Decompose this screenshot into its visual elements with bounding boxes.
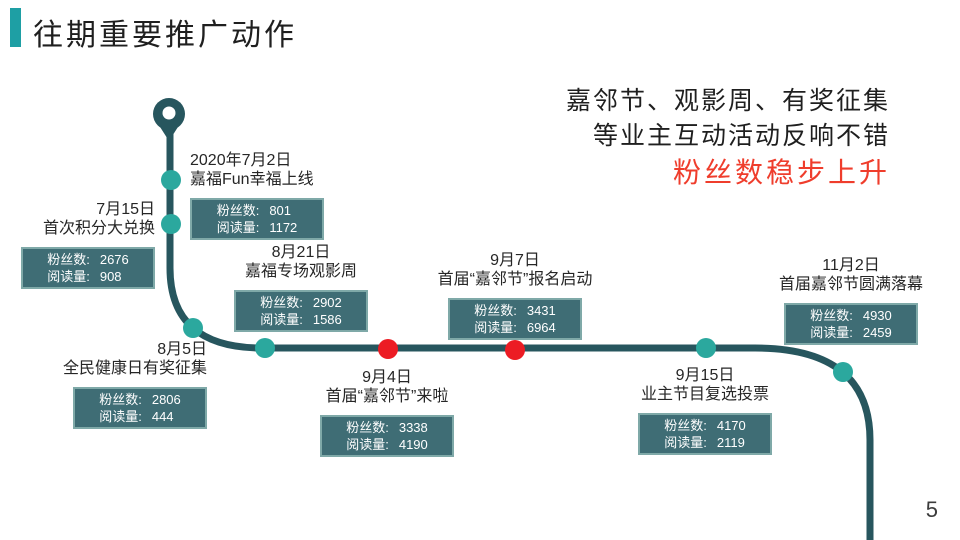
event-dot-6 <box>696 338 716 358</box>
event-dot-0 <box>161 170 181 190</box>
event-date: 7月15日 <box>96 201 155 218</box>
reads-value: 2119 <box>716 435 745 450</box>
fans-value: 2676 <box>99 252 129 267</box>
reads-value: 1586 <box>312 312 342 327</box>
reads-label: 阅读量: <box>664 435 707 450</box>
reads-value: 444 <box>151 409 174 424</box>
event-dot-2 <box>183 318 203 338</box>
timeline-event-2: 8月5日 全民健康日有奖征集 粉丝数: 2806 阅读量: 444 <box>0 340 207 429</box>
stat-box: 粉丝数: 4930 阅读量: 2459 <box>784 303 918 345</box>
fans-value: 2806 <box>151 392 181 407</box>
stat-box: 粉丝数: 2676 阅读量: 908 <box>21 247 155 289</box>
fans-value: 801 <box>269 203 292 218</box>
reads-label: 阅读量: <box>810 325 853 340</box>
event-dot-3 <box>255 338 275 358</box>
timeline-event-1: 7月15日 首次积分大兑换 粉丝数: 2676 阅读量: 908 <box>0 200 155 289</box>
event-name: 首届“嘉邻节”来啦 <box>325 388 449 405</box>
fans-label: 粉丝数: <box>47 252 90 267</box>
fans-label: 粉丝数: <box>346 420 389 435</box>
stat-box: 粉丝数: 3431 阅读量: 6964 <box>448 298 582 340</box>
reads-value: 1172 <box>269 220 298 235</box>
reads-label: 阅读量: <box>216 220 260 235</box>
fans-label: 粉丝数: <box>810 308 853 323</box>
headline-highlight: 粉丝数稳步上升 <box>672 157 890 188</box>
headline-line-1: 嘉邻节、观影周、有奖征集 <box>565 87 890 115</box>
reads-label: 阅读量: <box>47 269 90 284</box>
reads-label: 阅读量: <box>260 312 303 327</box>
title-accent-bar <box>10 8 21 47</box>
stat-box: 粉丝数: 3338 阅读量: 4190 <box>320 415 454 457</box>
stat-box: 粉丝数: 4170 阅读量: 2119 <box>638 413 772 455</box>
event-date: 9月15日 <box>675 367 735 384</box>
timeline-event-7: 11月2日 首届嘉邻节圆满落幕 粉丝数: 4930 阅读量: 2459 <box>761 256 941 345</box>
fans-label: 粉丝数: <box>474 303 517 318</box>
fans-label: 粉丝数: <box>664 418 707 433</box>
reads-label: 阅读量: <box>99 409 142 424</box>
event-name: 嘉福Fun幸福上线 <box>190 171 314 188</box>
event-date: 8月21日 <box>271 244 331 261</box>
event-dot-4 <box>378 339 398 359</box>
fans-label: 粉丝数: <box>260 295 303 310</box>
event-date: 11月2日 <box>822 257 880 274</box>
event-dot-5 <box>505 340 525 360</box>
event-name: 全民健康日有奖征集 <box>62 360 207 377</box>
timeline-event-5: 9月7日 首届“嘉邻节”报名启动 粉丝数: 3431 阅读量: 6964 <box>425 251 605 340</box>
headline: 嘉邻节、观影周、有奖征集 等业主互动活动反响不错 粉丝数稳步上升 <box>566 84 890 191</box>
reads-label: 阅读量: <box>474 320 517 335</box>
event-dot-7 <box>833 362 853 382</box>
fans-value: 3338 <box>398 420 428 435</box>
page-number: 5 <box>925 497 938 522</box>
reads-label: 阅读量: <box>346 437 389 452</box>
stat-box: 粉丝数: 2806 阅读量: 444 <box>73 387 207 429</box>
event-date: 9月7日 <box>490 252 540 269</box>
timeline-event-4: 9月4日 首届“嘉邻节”来啦 粉丝数: 3338 阅读量: 4190 <box>297 368 477 457</box>
timeline-start-pin-icon <box>153 98 185 141</box>
event-name: 首届“嘉邻节”报名启动 <box>437 271 593 288</box>
stat-box: 粉丝数: 801 阅读量: 1172 <box>190 198 324 240</box>
stat-box: 粉丝数: 2902 阅读量: 1586 <box>234 290 368 332</box>
event-dot-1 <box>161 214 181 234</box>
event-name: 嘉福专场观影周 <box>244 263 357 280</box>
timeline-event-0: 2020年7月2日 嘉福Fun幸福上线 粉丝数: 801 阅读量: 1172 <box>190 151 390 240</box>
event-name: 首届嘉邻节圆满落幕 <box>778 276 923 293</box>
fans-value: 4930 <box>862 308 892 323</box>
fans-value: 3431 <box>526 303 556 318</box>
headline-line-2: 等业主互动活动反响不错 <box>592 122 890 150</box>
timeline-path <box>166 133 874 540</box>
reads-value: 6964 <box>526 320 556 335</box>
reads-value: 4190 <box>398 437 428 452</box>
reads-value: 908 <box>99 269 122 284</box>
event-date: 8月5日 <box>157 341 207 358</box>
fans-label: 粉丝数: <box>99 392 142 407</box>
event-name: 业主节目复选投票 <box>640 386 769 403</box>
reads-value: 2459 <box>862 325 892 340</box>
timeline-event-6: 9月15日 业主节目复选投票 粉丝数: 4170 阅读量: 2119 <box>615 366 795 455</box>
fans-label: 粉丝数: <box>216 203 260 218</box>
event-name: 首次积分大兑换 <box>42 220 155 237</box>
fans-value: 2902 <box>312 295 342 310</box>
timeline-event-3: 8月21日 嘉福专场观影周 粉丝数: 2902 阅读量: 1586 <box>221 243 381 332</box>
page-title: 往期重要推广动作 <box>33 19 297 52</box>
event-date: 9月4日 <box>362 369 412 386</box>
fans-value: 4170 <box>716 418 746 433</box>
event-date: 2020年7月2日 <box>190 152 292 169</box>
